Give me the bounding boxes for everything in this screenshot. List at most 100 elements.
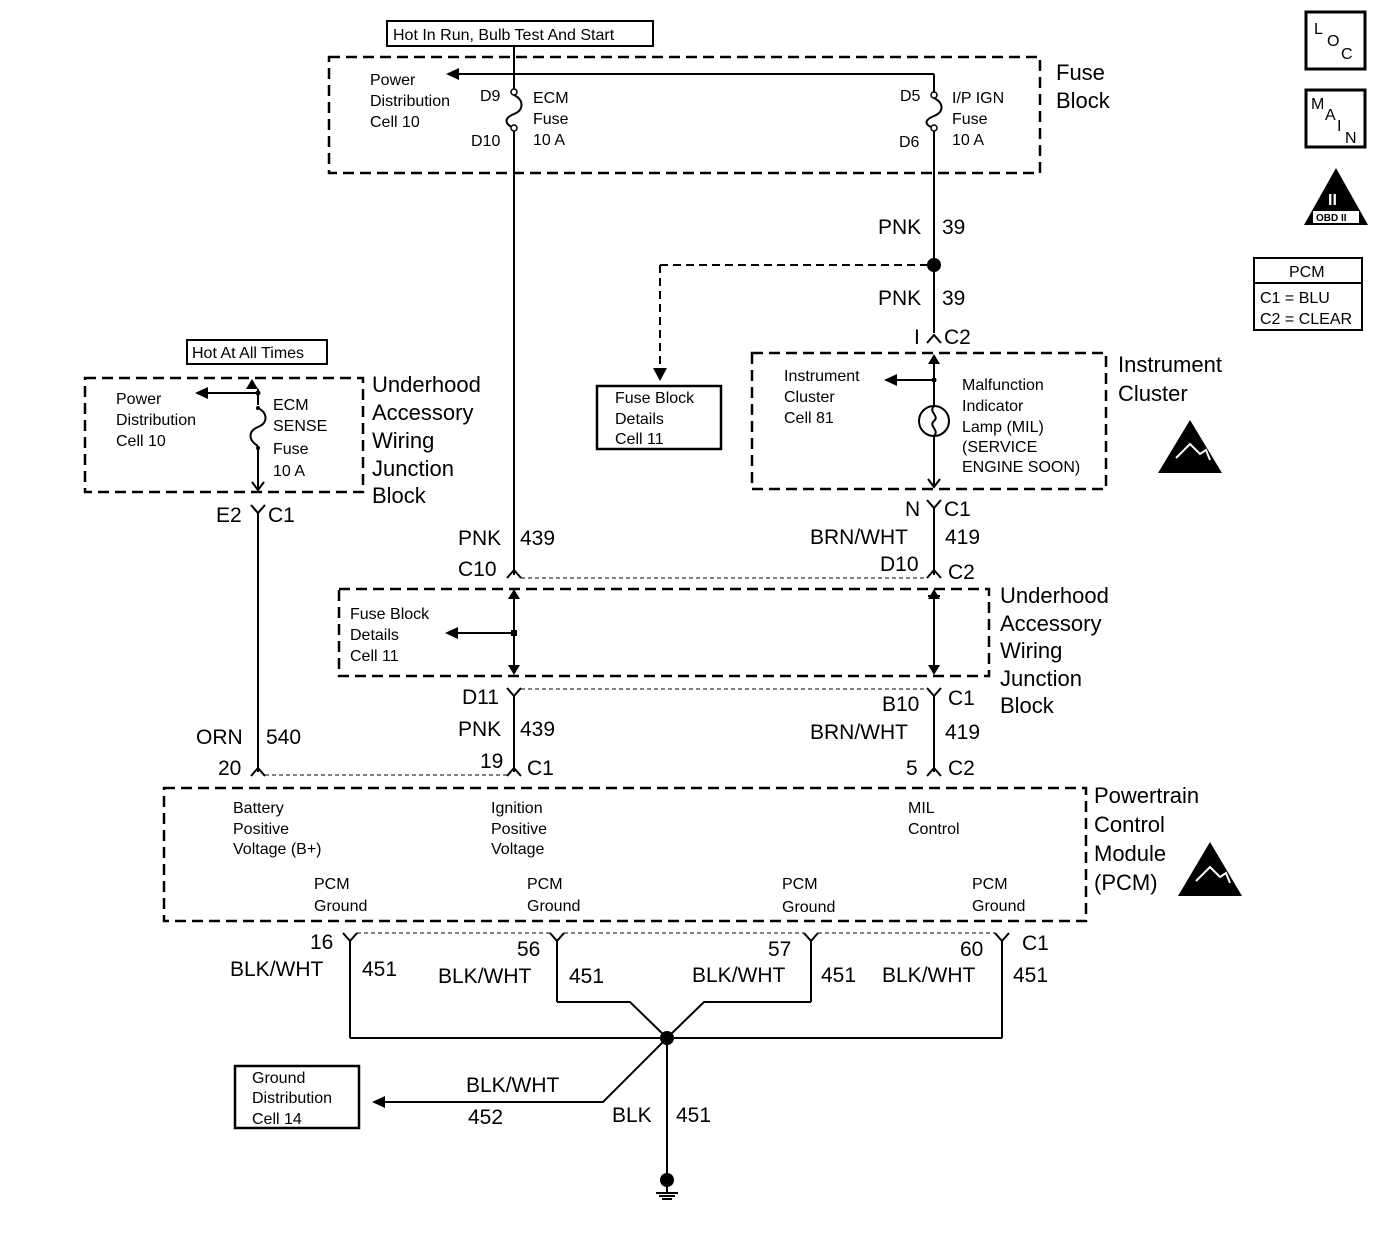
uajb-mid-c10: C10 (458, 558, 497, 581)
pcm-ign-line2: Positive (491, 821, 547, 838)
fuse-block-title-1: Fuse (1056, 60, 1105, 85)
uajb-pdc-line1: Power (116, 391, 162, 408)
uajb-mid-title-3: Wiring (1000, 638, 1062, 663)
pcm-conn-c2: C2 (948, 757, 975, 780)
pcm-batt-line3: Voltage (B+) (233, 841, 322, 858)
pcm-pin-20: 20 (218, 757, 241, 780)
ic-title-2: Cluster (1118, 381, 1188, 406)
ecm-sense-line1: ECM (273, 397, 309, 414)
uajb-mid-ref-line2: Details (350, 627, 399, 644)
fb-pin-d10: D10 (471, 133, 500, 150)
ecm-sense-line4: 10 A (273, 463, 305, 480)
arrow-icon (195, 387, 208, 399)
wire-g56-color: BLK/WHT (438, 965, 532, 988)
wire-pnk439-color-a: PNK (458, 527, 501, 550)
pcm-ground4-line2: Ground (972, 898, 1025, 915)
uajb-mid-d10: D10 (880, 553, 919, 576)
pcm-outline (162, 786, 1088, 923)
pcm-title-4: (PCM) (1094, 870, 1158, 895)
loc-icon[interactable] (1304, 10, 1367, 71)
arrow-icon (508, 665, 520, 675)
pcm-ground2-line2: Ground (527, 898, 580, 915)
esd-warning-icon (1158, 420, 1222, 473)
loc-icon-o: O (1327, 33, 1339, 50)
pcm-pin-56: 56 (517, 938, 540, 961)
pcm-conn-c1-ground: C1 (1022, 932, 1049, 955)
ground-point-dot (660, 1173, 674, 1187)
uajb-top-pin-e2: E2 (216, 504, 242, 527)
uajb-mid-c1: C1 (948, 687, 975, 710)
fbd-ref-line2: Details (615, 411, 664, 428)
pcm-ground3-line2: Ground (782, 899, 835, 916)
pcm-connector-table (1253, 257, 1363, 331)
uajb-top-title-2: Accessory (372, 400, 473, 425)
splice-dot (927, 258, 941, 272)
obd-ii-icon[interactable] (1304, 168, 1368, 225)
wire-brnwht-num-b: 419 (945, 721, 980, 744)
uajb-mid-d11: D11 (462, 686, 499, 709)
pcm-ground1-line1: PCM (314, 876, 350, 893)
gd-ref-line2: Distribution (252, 1090, 332, 1107)
arrow-icon (928, 665, 940, 675)
fb-pdc-line3: Cell 10 (370, 114, 420, 131)
wire-brnwht-color-a: BRN/WHT (810, 526, 908, 549)
wire-g56-num: 451 (569, 965, 604, 988)
arrow-icon (884, 374, 897, 386)
ecm-fuse-icon (505, 94, 523, 129)
mil-line2: Indicator (962, 398, 1024, 415)
uajb-mid-title-1: Underhood (1000, 583, 1109, 608)
pcm-ground1-line2: Ground (314, 898, 367, 915)
ground-distribution-ref[interactable] (233, 1064, 361, 1130)
wire-pnk39-num-a: 39 (942, 216, 965, 239)
uajb-mid-title-5: Block (1000, 693, 1055, 718)
pcm-title-2: Control (1094, 812, 1165, 837)
wire-g60-color: BLK/WHT (882, 964, 976, 987)
pcm-pin-57: 57 (768, 938, 791, 961)
ic-top-conn: C2 (944, 326, 971, 349)
hot-in-run-box (386, 20, 654, 47)
ic-bot-pin: N (905, 498, 920, 521)
ic-ref-line3: Cell 81 (784, 410, 834, 427)
wire-brnwht-num-a: 419 (945, 526, 980, 549)
uajb-mid-title-4: Junction (1000, 666, 1082, 691)
uajb-top-title-1: Underhood (372, 372, 481, 397)
pcm-table-row1: C1 = BLU (1260, 290, 1330, 307)
hot-at-all-times-box (186, 339, 328, 365)
main-icon-m: M (1311, 96, 1324, 113)
arrow-icon (372, 1096, 385, 1108)
wire-orn-num: 540 (266, 726, 301, 749)
gd-ref-line1: Ground (252, 1070, 305, 1087)
fuse-block-details-ref[interactable] (595, 384, 723, 451)
uajb-pdc-line2: Distribution (116, 412, 196, 429)
ecm-fuse-line1: ECM (533, 90, 569, 107)
pcm-conn-c1: C1 (527, 757, 554, 780)
pcm-pin-19: 19 (480, 750, 503, 773)
uajb-mid-outline (337, 587, 991, 678)
wire-g452-num: 452 (468, 1106, 503, 1129)
ground-icon (656, 1187, 678, 1200)
main-icon[interactable] (1304, 88, 1367, 149)
ecm-sense-line3: Fuse (273, 441, 309, 458)
ipign-fuse-line2: Fuse (952, 111, 988, 128)
pcm-batt-line1: Battery (233, 800, 284, 817)
wire-g16-num: 451 (362, 958, 397, 981)
uajb-pdc-line3: Cell 10 (116, 433, 166, 450)
ecm-fuse-line3: 10 A (533, 132, 565, 149)
ipign-fuse-line3: 10 A (952, 132, 984, 149)
arrow-icon (653, 368, 667, 381)
pcm-ign-line3: Voltage (491, 841, 544, 858)
uajb-mid-title-2: Accessory (1000, 611, 1101, 636)
uajb-mid-c2: C2 (948, 561, 975, 584)
wire-pnk439-num-a: 439 (520, 527, 555, 550)
fb-pin-d9: D9 (480, 88, 501, 105)
arrow-icon (445, 627, 458, 639)
obd-ii-numeral: II (1328, 192, 1337, 209)
ecm-fuse-line2: Fuse (533, 111, 569, 128)
main-icon-a: A (1325, 107, 1336, 124)
ic-bot-conn: C1 (944, 498, 971, 521)
mil-line3: Lamp (MIL) (962, 419, 1044, 436)
pcm-ground4-line1: PCM (972, 876, 1008, 893)
fuse-block-outline (327, 55, 1042, 175)
pcm-table-title: PCM (1289, 264, 1325, 281)
